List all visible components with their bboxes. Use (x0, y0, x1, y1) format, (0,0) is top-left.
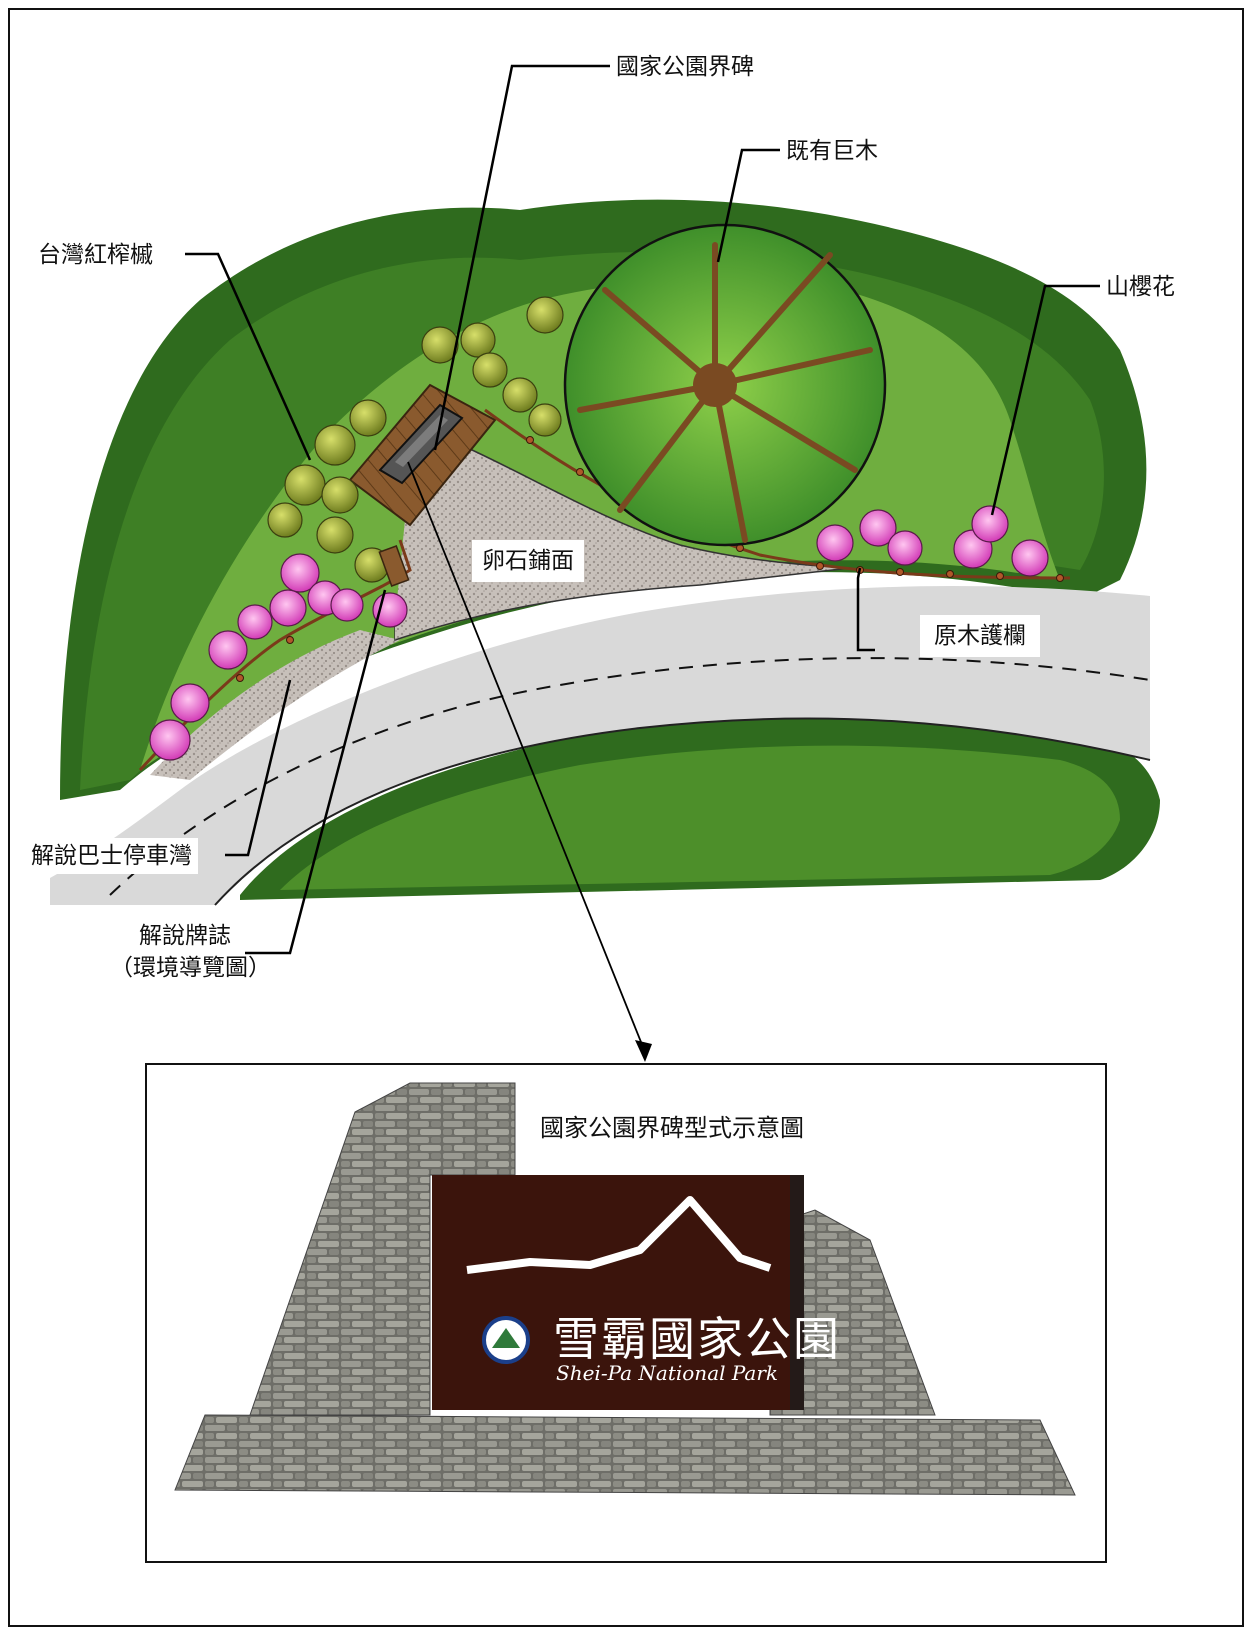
leader-lines (185, 64, 1100, 955)
deck-platform (348, 383, 497, 527)
pebble-paving-area (394, 438, 851, 642)
label-existing-tree: 既有巨木 (782, 135, 882, 167)
label-sign: 解說牌誌 （環境導覽圖） (110, 920, 271, 984)
label-sign-line1: 解說牌誌 (139, 923, 231, 949)
sign-english-name: Shei-Pa National Park (556, 1361, 779, 1385)
label-pebble-paving: 卵石鋪面 (472, 540, 584, 582)
detail-arrow-head (635, 1040, 652, 1062)
figure-frame (8, 8, 1244, 1627)
cherry-trees (149, 505, 1049, 761)
label-log-railing: 原木護欄 (920, 615, 1040, 657)
label-bus-bay: 解說巴士停車灣 (25, 838, 198, 874)
detail-arrow-line (407, 461, 646, 1053)
label-red-maple: 台灣紅榨槭 (34, 239, 157, 271)
existing-giant-tree (563, 223, 887, 547)
bus-bay-pavement (150, 630, 400, 780)
road (50, 586, 1151, 906)
interpretive-sign-board (378, 545, 410, 587)
detail-title: 國家公園界碑型式示意圖 (540, 1114, 804, 1142)
red-maple-shrubs (267, 296, 564, 583)
label-cherry: 山櫻花 (1102, 271, 1179, 303)
label-sign-line2: （環境導覽圖） (110, 955, 271, 981)
sign-chinese-name: 雪霸國家公園 (553, 1312, 841, 1366)
label-boundary-monument: 國家公園界碑 (612, 51, 758, 83)
log-railing (484, 408, 1071, 580)
